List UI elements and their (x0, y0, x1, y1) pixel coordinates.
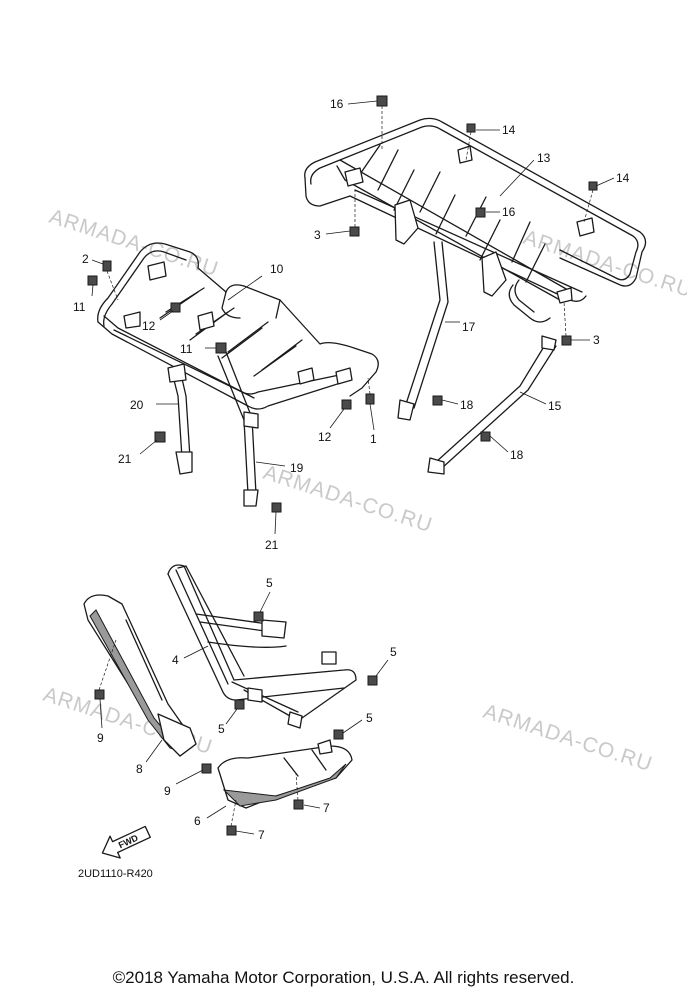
callout-12: 12 (142, 319, 156, 333)
callout-3: 3 (593, 333, 600, 347)
bolt-18a (432, 395, 443, 406)
bolt-5d (333, 729, 344, 740)
copyright-notice: ©2018 Yamaha Motor Corporation, U.S.A. A… (112, 968, 575, 987)
watermark: ARMADA-CO.RU (46, 205, 221, 281)
fwd-arrow: FWD (101, 825, 151, 859)
bolt-12b (341, 399, 352, 410)
callout-12: 12 (318, 430, 332, 444)
callout-16: 16 (502, 205, 516, 219)
front-stay-19 (217, 351, 259, 507)
callout-17: 17 (462, 320, 476, 334)
callout-20: 20 (130, 398, 144, 412)
bolt-5c (234, 699, 245, 710)
callout-16: 16 (330, 97, 344, 111)
callout-18: 18 (460, 398, 474, 412)
bolt-7b (226, 825, 237, 836)
front-bolts (87, 260, 375, 513)
callouts: 16 14 13 14 16 3 3 17 18 15 18 2 10 11 1… (73, 97, 630, 842)
callout-21: 21 (118, 452, 132, 466)
bolt-11b (215, 342, 227, 354)
callout-9: 9 (164, 784, 171, 798)
callout-4: 4 (172, 653, 179, 667)
bolt-21b (271, 502, 282, 513)
bolt-16b (475, 207, 486, 218)
callout-11: 11 (180, 342, 193, 356)
callout-5: 5 (390, 645, 397, 659)
bolt-5a (253, 611, 264, 622)
callout-2: 2 (82, 252, 89, 266)
bolt-2 (102, 260, 112, 272)
bolt-9b (201, 763, 212, 774)
rear-stay-17 (397, 241, 449, 421)
callout-19: 19 (290, 461, 304, 475)
bolt-12a (170, 302, 181, 313)
bolt-21a (154, 431, 166, 443)
callout-9: 9 (97, 731, 104, 745)
callout-3: 3 (314, 228, 321, 242)
callout-15: 15 (548, 399, 562, 413)
callout-11: 11 (73, 300, 86, 314)
guard-frame (167, 564, 357, 729)
guard-bolts (94, 611, 378, 836)
callout-5: 5 (366, 711, 373, 725)
callout-7: 7 (323, 801, 330, 815)
rear-carrier (304, 117, 647, 323)
watermark: ARMADA-CO.RU (480, 700, 655, 776)
bolt-5b (367, 675, 378, 686)
watermark: ARMADA-CO.RU (520, 226, 687, 302)
callout-1: 1 (370, 432, 377, 446)
rear-bolts (349, 95, 598, 442)
front-stay-20 (167, 363, 193, 475)
callout-5: 5 (266, 576, 273, 590)
rear-stay-15 (427, 335, 557, 475)
bolt-1 (365, 393, 375, 405)
bolt-9a (94, 689, 105, 700)
callout-7: 7 (258, 828, 265, 842)
callout-10: 10 (270, 262, 284, 276)
bolt-18b (480, 431, 491, 442)
bolt-7a (293, 799, 304, 810)
nut-3b (561, 335, 572, 346)
callout-5: 5 (218, 722, 225, 736)
callout-14: 14 (616, 171, 630, 185)
bolt-11a (87, 275, 98, 286)
callout-18: 18 (510, 448, 524, 462)
leader-lines (91, 100, 615, 835)
diagram-code: 2UD1110-R420 (78, 868, 153, 880)
callout-6: 6 (194, 814, 201, 828)
callout-21: 21 (265, 538, 279, 552)
bolt-14a (466, 123, 476, 133)
callout-14: 14 (502, 123, 516, 137)
callout-13: 13 (537, 151, 551, 165)
bolt-16a (376, 95, 388, 107)
bolt-14b (588, 181, 598, 191)
callout-8: 8 (136, 762, 143, 776)
lower-guard-6 (217, 739, 353, 809)
side-guard-8 (83, 594, 197, 757)
watermark: ARMADA-CO.RU (260, 461, 435, 537)
nut-3a (349, 226, 360, 237)
